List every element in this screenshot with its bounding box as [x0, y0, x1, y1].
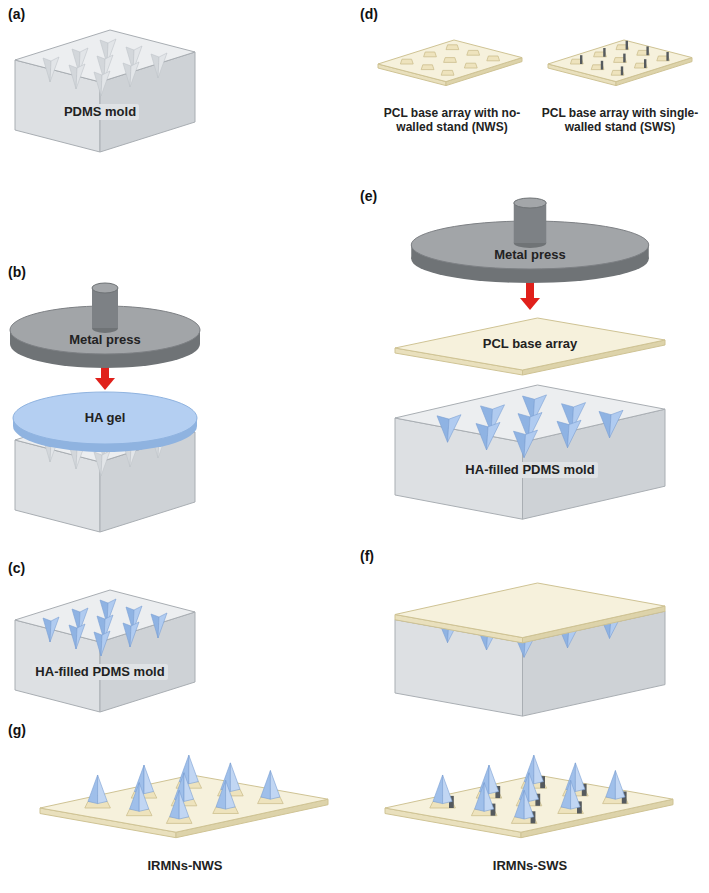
- part-label: PCL base array with single-walled stand …: [540, 106, 700, 135]
- panel-a-mold: [15, 30, 195, 152]
- panel-f-plate: [395, 583, 665, 643]
- panel-letter: (g): [8, 722, 26, 739]
- ha-gel: [13, 392, 197, 452]
- panel-e-press: [411, 198, 649, 283]
- panel-letter: (b): [8, 264, 26, 281]
- part-label: HA-filled PDMS mold: [462, 462, 597, 478]
- part-label: PCL base array: [483, 336, 577, 352]
- panel-letter: (c): [8, 560, 25, 577]
- part-label: Metal press: [494, 247, 566, 263]
- part-label: PDMS mold: [61, 104, 139, 120]
- panel-letter: (e): [360, 188, 377, 205]
- irmn-nws-array: [40, 755, 328, 838]
- panel-d-sws-array: [548, 40, 692, 86]
- part-label: IRMNs-NWS: [147, 858, 222, 874]
- part-label: PCL base array with no-walled stand (NWS…: [372, 106, 532, 135]
- panel-d-nws-array: [378, 40, 522, 86]
- panel-letter: (d): [360, 6, 378, 23]
- panel-letter: (a): [8, 6, 25, 23]
- panel-letter: (f): [360, 548, 374, 565]
- part-label: HA-filled PDMS mold: [32, 664, 167, 680]
- panel-e-plate: [395, 318, 665, 375]
- panel-c-mold: [15, 590, 195, 712]
- part-label: HA gel: [85, 410, 126, 426]
- irmn-sws-array: [385, 755, 673, 838]
- panel-e-mold: [395, 385, 665, 519]
- part-label: IRMNs-SWS: [493, 858, 567, 874]
- part-label: Metal press: [69, 332, 141, 348]
